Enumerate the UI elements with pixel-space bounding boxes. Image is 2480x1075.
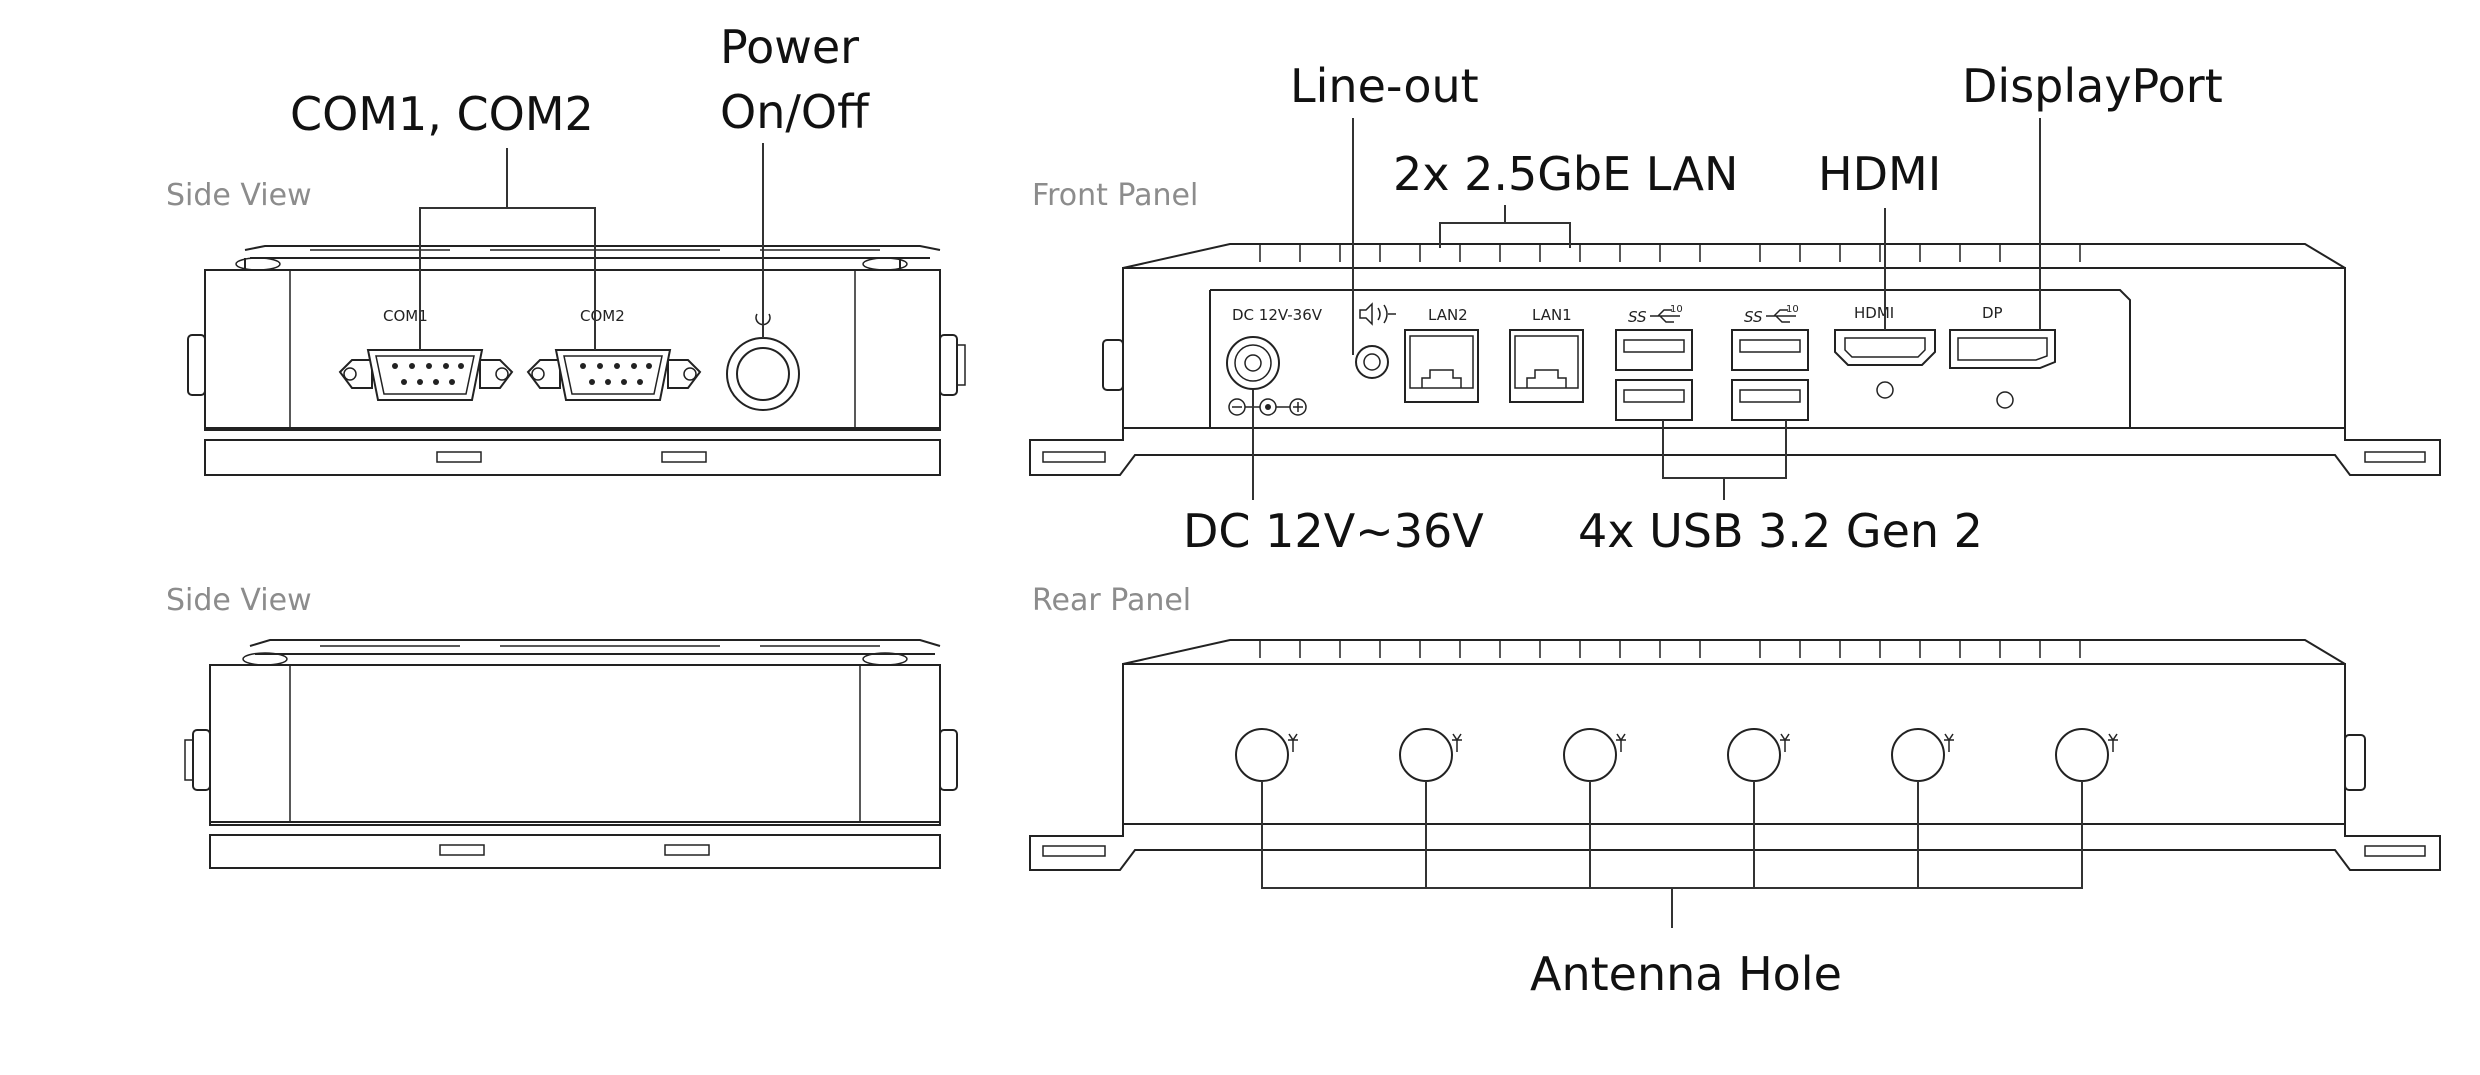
power-callout-label-2: On/Off: [720, 85, 870, 139]
usb-speed-label-b: 10: [1786, 304, 1799, 315]
power-callout-label-1: Power: [720, 20, 859, 74]
view-label-side-bottom: Side View: [166, 583, 312, 618]
usb-ss-label-a: SS: [1628, 308, 1647, 326]
rear-panel: [1029, 639, 2441, 928]
dc-jack: DC 12V-36V: [1226, 306, 1323, 416]
dc-callout-label: DC 12V~36V: [1183, 504, 1484, 558]
lan-callout-label: 2x 2.5GbE LAN: [1393, 147, 1738, 201]
dc-label: DC 12V-36V: [1232, 306, 1323, 324]
lan1-label: LAN1: [1532, 306, 1572, 324]
lan2-port: LAN2: [1404, 306, 1479, 403]
lan1-port: LAN1: [1509, 306, 1584, 403]
displayport-callout-label: DisplayPort: [1962, 59, 2223, 113]
antenna-icon: [1452, 733, 1462, 752]
view-label-rear: Rear Panel: [1032, 583, 1191, 618]
usb-icon: SS 10: [1628, 304, 1683, 326]
usb-icon: SS 10: [1744, 304, 1799, 326]
com1-label: COM1: [383, 307, 428, 325]
dc-polarity-icon: [1228, 398, 1307, 416]
hdmi-callout-label: HDMI: [1818, 147, 1941, 201]
side-view-top: COM1 COM2: [187, 143, 966, 476]
antenna-icon: [2108, 733, 2118, 752]
antenna-callout-label: Antenna Hole: [1530, 947, 1842, 1001]
line-out-jack: [1355, 302, 1396, 379]
side-view-bottom: [184, 639, 958, 869]
com2-label: COM2: [580, 307, 625, 325]
usb-ports-a: SS 10: [1615, 304, 1693, 421]
antenna-icon: [1288, 733, 1298, 752]
com1-port: COM1: [338, 307, 514, 401]
antenna-icon: [1616, 733, 1626, 752]
usb-speed-label-a: 10: [1670, 304, 1683, 315]
front-panel: DC 12V-36V: [1029, 118, 2441, 500]
usb-ports-b: SS 10: [1731, 304, 1809, 421]
usb-callout-label: 4x USB 3.2 Gen 2: [1578, 504, 1983, 558]
displayport-port: DP: [1949, 304, 2056, 409]
view-label-front: Front Panel: [1032, 178, 1198, 213]
com-callout-label: COM1, COM2: [290, 87, 594, 141]
audio-out-icon: [1359, 302, 1396, 326]
usb-ss-label-b: SS: [1744, 308, 1763, 326]
dp-label: DP: [1982, 304, 2003, 322]
antenna-icon: [1944, 733, 1954, 752]
hdmi-label: HDMI: [1854, 304, 1894, 322]
view-label-side-top: Side View: [166, 178, 312, 213]
lan2-label: LAN2: [1428, 306, 1468, 324]
line-out-callout-label: Line-out: [1290, 59, 1479, 113]
antenna-icon: [1780, 733, 1790, 752]
com2-port: COM2: [526, 307, 702, 401]
